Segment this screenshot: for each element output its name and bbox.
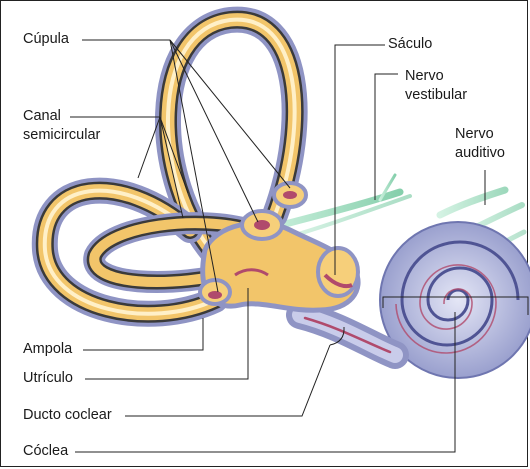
label-nervo-vestibular-line2: vestibular — [405, 87, 467, 104]
label-coclea: Cóclea — [23, 443, 68, 460]
label-ampola: Ampola — [23, 341, 72, 358]
label-cupula: Cúpula — [23, 31, 69, 48]
label-canal-semicircular-line1: Canal — [23, 108, 61, 125]
label-utriculo: Utrículo — [23, 370, 73, 387]
label-nervo-vestibular-line1: Nervo — [405, 68, 444, 85]
label-saculo: Sáculo — [388, 36, 432, 53]
cochlear-duct-shape — [300, 315, 395, 355]
label-ducto-coclear: Ducto coclear — [23, 407, 112, 424]
label-canal-semicircular-line2: semicircular — [23, 127, 100, 144]
label-nervo-auditivo-line2: auditivo — [455, 145, 505, 162]
vestibule-shape — [200, 183, 358, 310]
label-nervo-auditivo-line1: Nervo — [455, 126, 494, 143]
